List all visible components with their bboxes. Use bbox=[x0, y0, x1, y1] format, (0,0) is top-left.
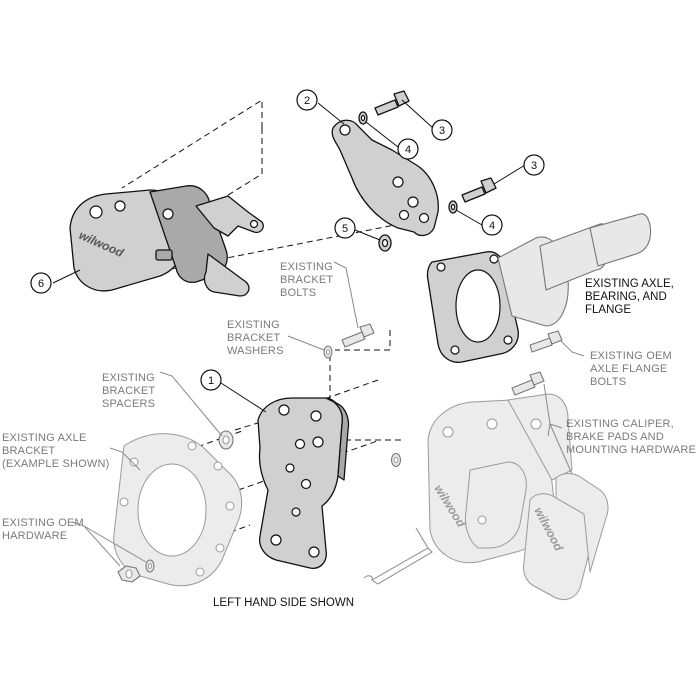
existing-brake-pads: wilwood bbox=[523, 473, 609, 601]
caliper-bracket-part-2 bbox=[331, 119, 439, 237]
existing-oem-washer bbox=[145, 559, 155, 573]
label-existing-caliper-pads-hardware: EXISTING CALIPER, BRAKE PADS AND MOUNTIN… bbox=[566, 418, 696, 456]
caliper-assembly-part-6: wilwood bbox=[69, 185, 264, 297]
svg-text:EXISTING CALIPER,: EXISTING CALIPER, bbox=[566, 418, 674, 430]
svg-text:1: 1 bbox=[208, 375, 214, 387]
label-existing-axle-bearing-flange: EXISTING AXLE, BEARING, AND FLANGE bbox=[585, 278, 674, 316]
existing-bracket-bolt bbox=[341, 323, 375, 348]
label-existing-bracket-spacers: EXISTING BRACKET SPACERS bbox=[102, 372, 155, 410]
svg-text:EXISTING: EXISTING bbox=[280, 261, 333, 273]
svg-text:FLANGE: FLANGE bbox=[585, 304, 631, 316]
svg-text:BRACKET: BRACKET bbox=[280, 274, 333, 286]
bracket-bolt-lower bbox=[461, 177, 497, 203]
svg-text:EXISTING AXLE,: EXISTING AXLE, bbox=[585, 278, 674, 290]
bracket-washer-upper bbox=[358, 111, 368, 125]
svg-text:BOLTS: BOLTS bbox=[280, 287, 316, 299]
svg-text:HARDWARE: HARDWARE bbox=[2, 530, 67, 542]
callout-3-lower: 3 bbox=[523, 154, 545, 176]
label-left-hand-side-shown: LEFT HAND SIDE SHOWN bbox=[213, 597, 354, 609]
svg-text:(EXAMPLE SHOWN): (EXAMPLE SHOWN) bbox=[2, 458, 110, 470]
oem-axle-flange-bolt bbox=[529, 330, 563, 353]
svg-text:BRACKET: BRACKET bbox=[2, 445, 55, 457]
svg-text:2: 2 bbox=[304, 95, 310, 107]
callout-4-lower: 4 bbox=[481, 214, 503, 236]
existing-bracket-washer bbox=[323, 345, 333, 359]
callout-5: 5 bbox=[334, 217, 356, 239]
svg-text:EXISTING OEM: EXISTING OEM bbox=[590, 350, 672, 362]
spacer-part-5 bbox=[378, 234, 392, 252]
svg-text:BRAKE PADS AND: BRAKE PADS AND bbox=[566, 431, 664, 443]
callout-4-upper: 4 bbox=[397, 138, 419, 160]
svg-text:MOUNTING HARDWARE: MOUNTING HARDWARE bbox=[566, 444, 696, 456]
existing-oem-nut bbox=[117, 565, 141, 583]
svg-text:BRACKET: BRACKET bbox=[102, 385, 155, 397]
existing-bracket-spacer bbox=[218, 430, 234, 450]
existing-caliper: wilwood bbox=[427, 393, 573, 564]
svg-text:EXISTING OEM: EXISTING OEM bbox=[2, 517, 84, 529]
callout-3-upper: 3 bbox=[431, 119, 453, 141]
svg-text:SPACERS: SPACERS bbox=[102, 398, 155, 410]
caliper-mount-washer bbox=[390, 452, 402, 468]
callout-1: 1 bbox=[200, 369, 222, 391]
label-existing-oem-axle-flange-bolts: EXISTING OEM AXLE FLANGE BOLTS bbox=[590, 350, 672, 388]
existing-axle-bracket bbox=[113, 433, 242, 587]
svg-text:3: 3 bbox=[531, 160, 537, 172]
svg-text:4: 4 bbox=[405, 144, 411, 156]
caliper-pin-clip bbox=[363, 527, 433, 585]
callout-2: 2 bbox=[296, 89, 318, 111]
label-existing-axle-bracket: EXISTING AXLE BRACKET (EXAMPLE SHOWN) bbox=[2, 432, 110, 470]
axle-bearing-flange bbox=[426, 213, 652, 363]
svg-text:3: 3 bbox=[439, 125, 445, 137]
bracket-washer-lower bbox=[448, 200, 458, 214]
svg-text:4: 4 bbox=[489, 220, 495, 232]
label-existing-bracket-bolts: EXISTING BRACKET BOLTS bbox=[280, 261, 333, 299]
svg-text:BOLTS: BOLTS bbox=[590, 376, 626, 388]
svg-text:6: 6 bbox=[38, 278, 44, 290]
svg-text:WASHERS: WASHERS bbox=[227, 345, 284, 357]
svg-text:EXISTING AXLE: EXISTING AXLE bbox=[2, 432, 87, 444]
label-existing-oem-hardware: EXISTING OEM HARDWARE bbox=[2, 517, 84, 542]
adapter-bracket-part-1 bbox=[257, 397, 350, 569]
svg-text:BEARING, AND: BEARING, AND bbox=[585, 291, 667, 303]
callout-6: 6 bbox=[30, 272, 52, 294]
bracket-bolt-upper bbox=[374, 90, 410, 116]
svg-text:5: 5 bbox=[342, 223, 348, 235]
svg-text:EXISTING: EXISTING bbox=[227, 319, 280, 331]
svg-text:EXISTING: EXISTING bbox=[102, 372, 155, 384]
leader-lines bbox=[52, 99, 585, 567]
svg-text:AXLE FLANGE: AXLE FLANGE bbox=[590, 363, 667, 375]
svg-text:BRACKET: BRACKET bbox=[227, 332, 280, 344]
caliper-mount-bolt bbox=[511, 371, 545, 396]
label-existing-bracket-washers: EXISTING BRACKET WASHERS bbox=[227, 319, 284, 357]
